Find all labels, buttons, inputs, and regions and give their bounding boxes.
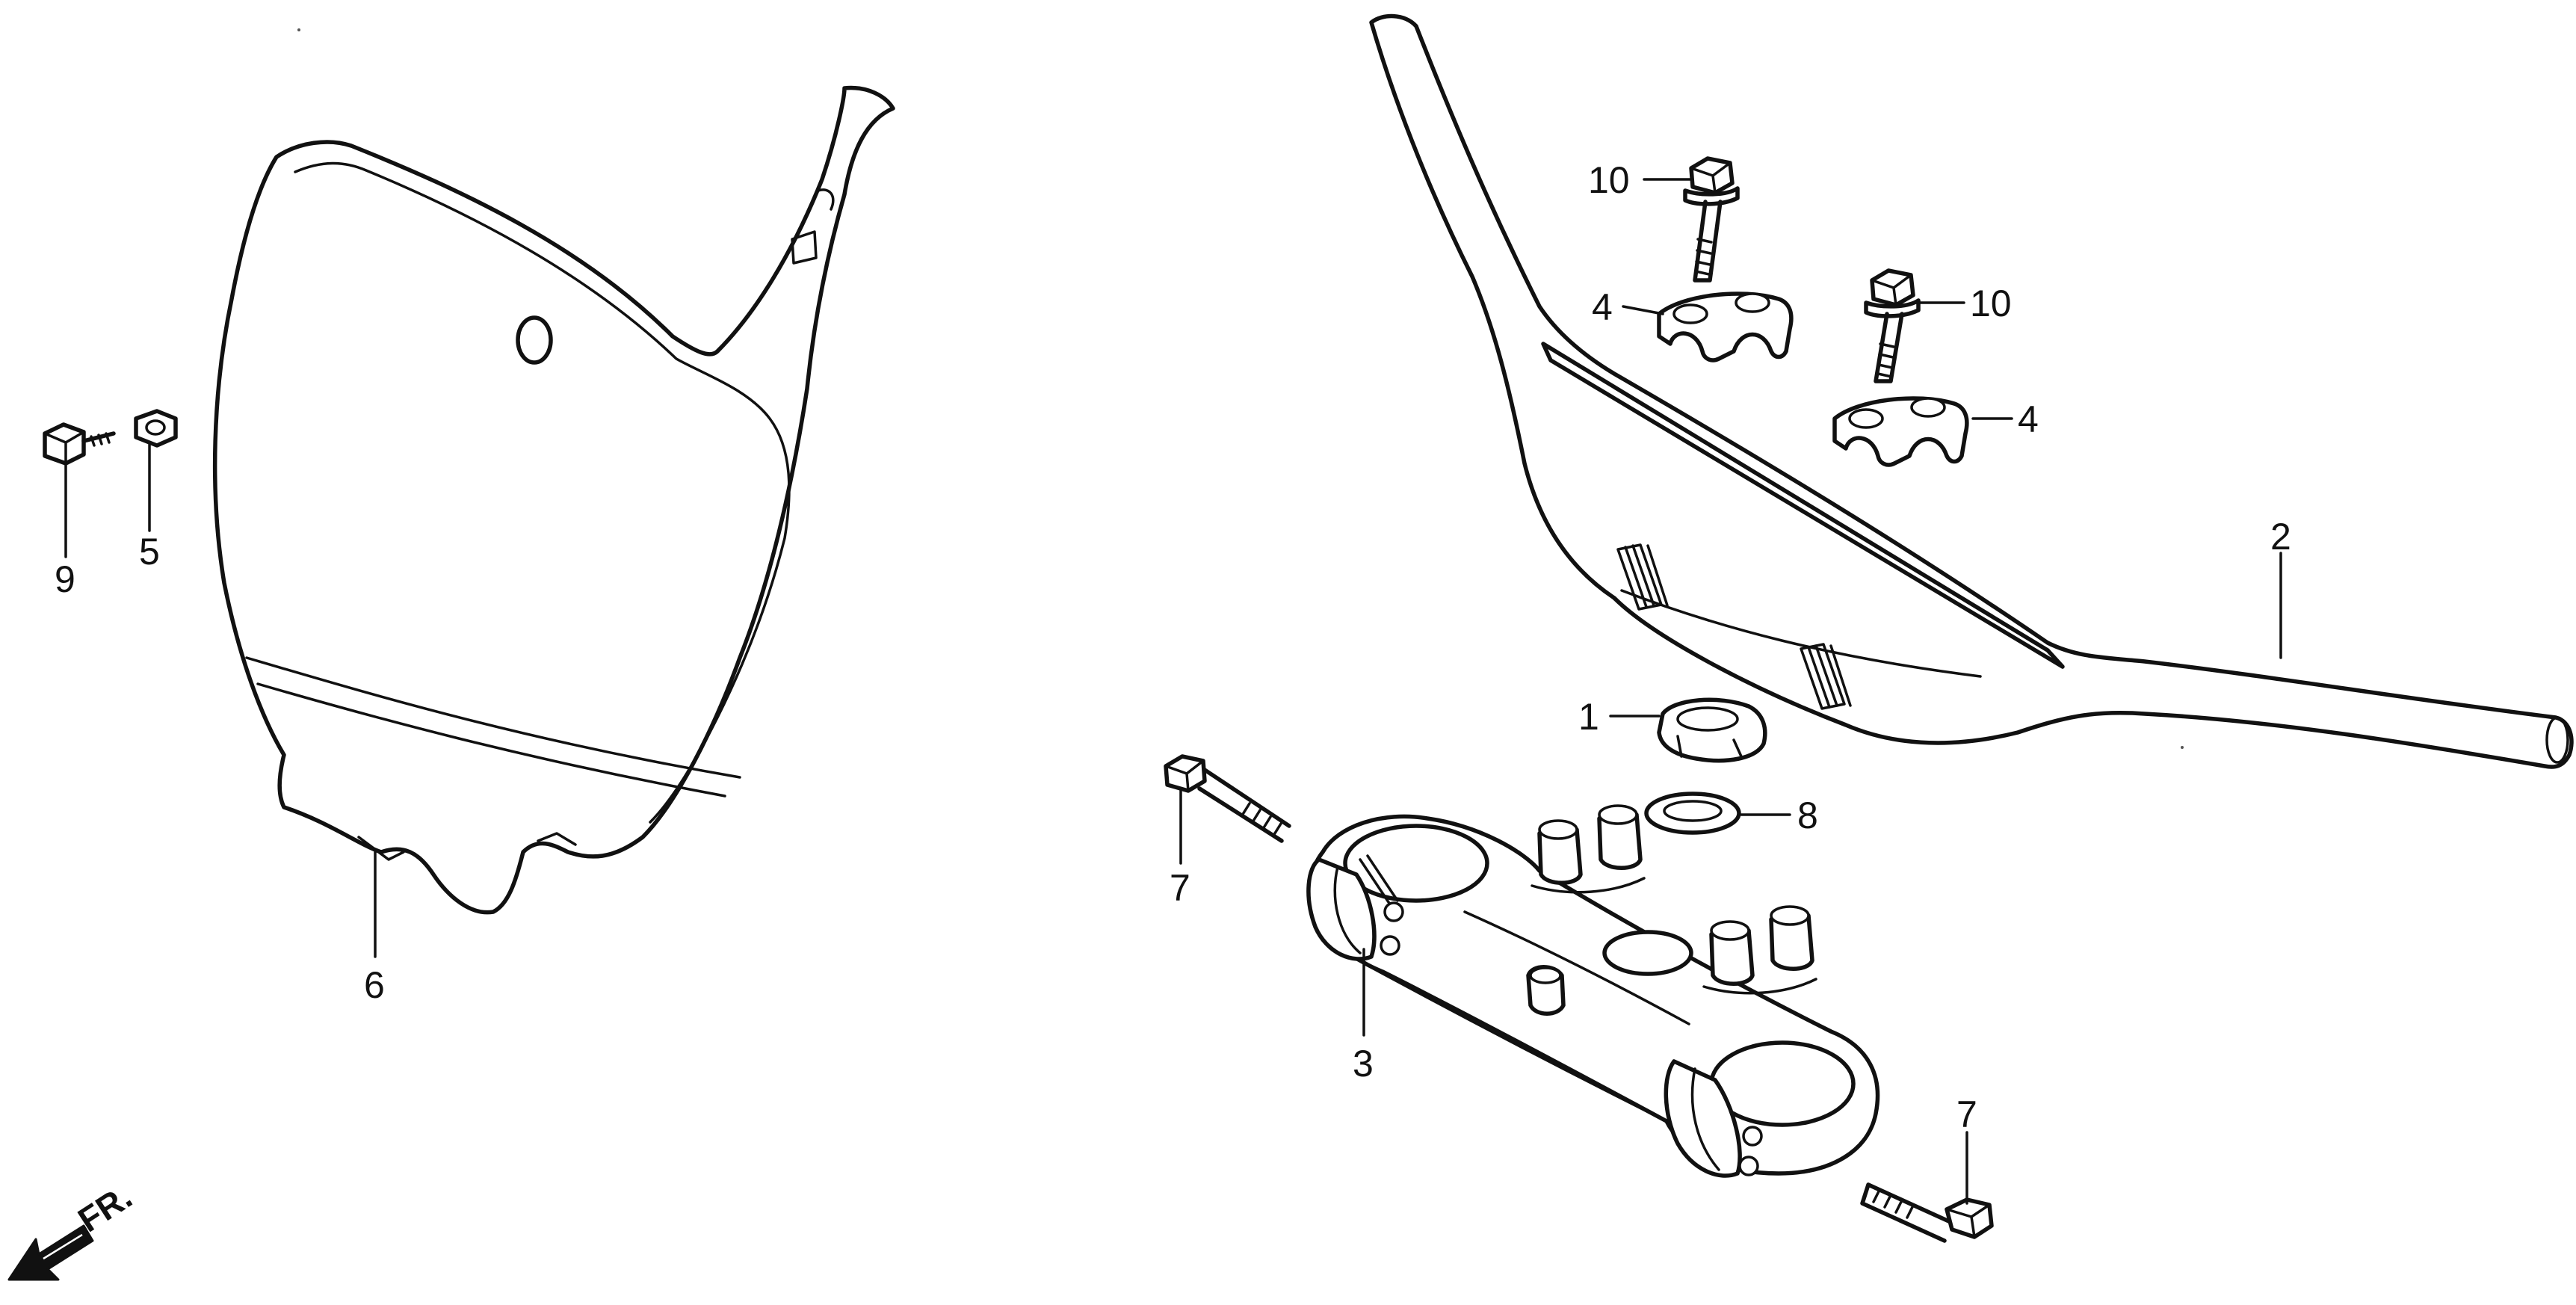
bolt-part-7a (1164, 754, 1291, 843)
top-bridge-part (1306, 804, 1880, 1178)
callout-10b: 10 (1970, 283, 2012, 324)
front-direction-indicator: FR. (7, 1176, 139, 1281)
callout-6: 6 (364, 964, 385, 1006)
scan-speck (2181, 746, 2184, 749)
clamp-part-4a (1657, 291, 1794, 362)
bolt-part-10a (1683, 156, 1740, 283)
callout-2: 2 (2270, 516, 2291, 558)
callout-7b: 7 (1956, 1093, 1977, 1135)
callout-8: 8 (1797, 795, 1818, 836)
leader-lines (64, 178, 2282, 1205)
callout-7a: 7 (1170, 867, 1190, 909)
callout-4b: 4 (2018, 398, 2039, 440)
callout-1: 1 (1578, 696, 1599, 738)
callout-10a: 10 (1588, 159, 1630, 201)
callout-9: 9 (55, 558, 75, 600)
screw-part-9 (43, 422, 116, 466)
callout-5: 5 (139, 531, 160, 573)
scan-speck (297, 28, 300, 31)
bolt-part-7b (1860, 1182, 1994, 1243)
nut-part-5 (134, 409, 178, 448)
nut-part-1 (1657, 697, 1767, 763)
handlebar-part (1369, 13, 2574, 769)
washer-part-8 (1644, 792, 1741, 835)
callout-3: 3 (1353, 1043, 1374, 1085)
callout-labels: 1 2 3 4 4 5 6 7 7 8 9 10 10 (55, 159, 2291, 1135)
bolt-part-10b (1864, 268, 1921, 383)
callout-4a: 4 (1592, 286, 1613, 328)
number-plate-part (212, 85, 895, 915)
clamp-part-4b (1832, 396, 1969, 467)
front-arrow-icon (7, 1224, 94, 1281)
leader-4a (1622, 305, 1664, 315)
